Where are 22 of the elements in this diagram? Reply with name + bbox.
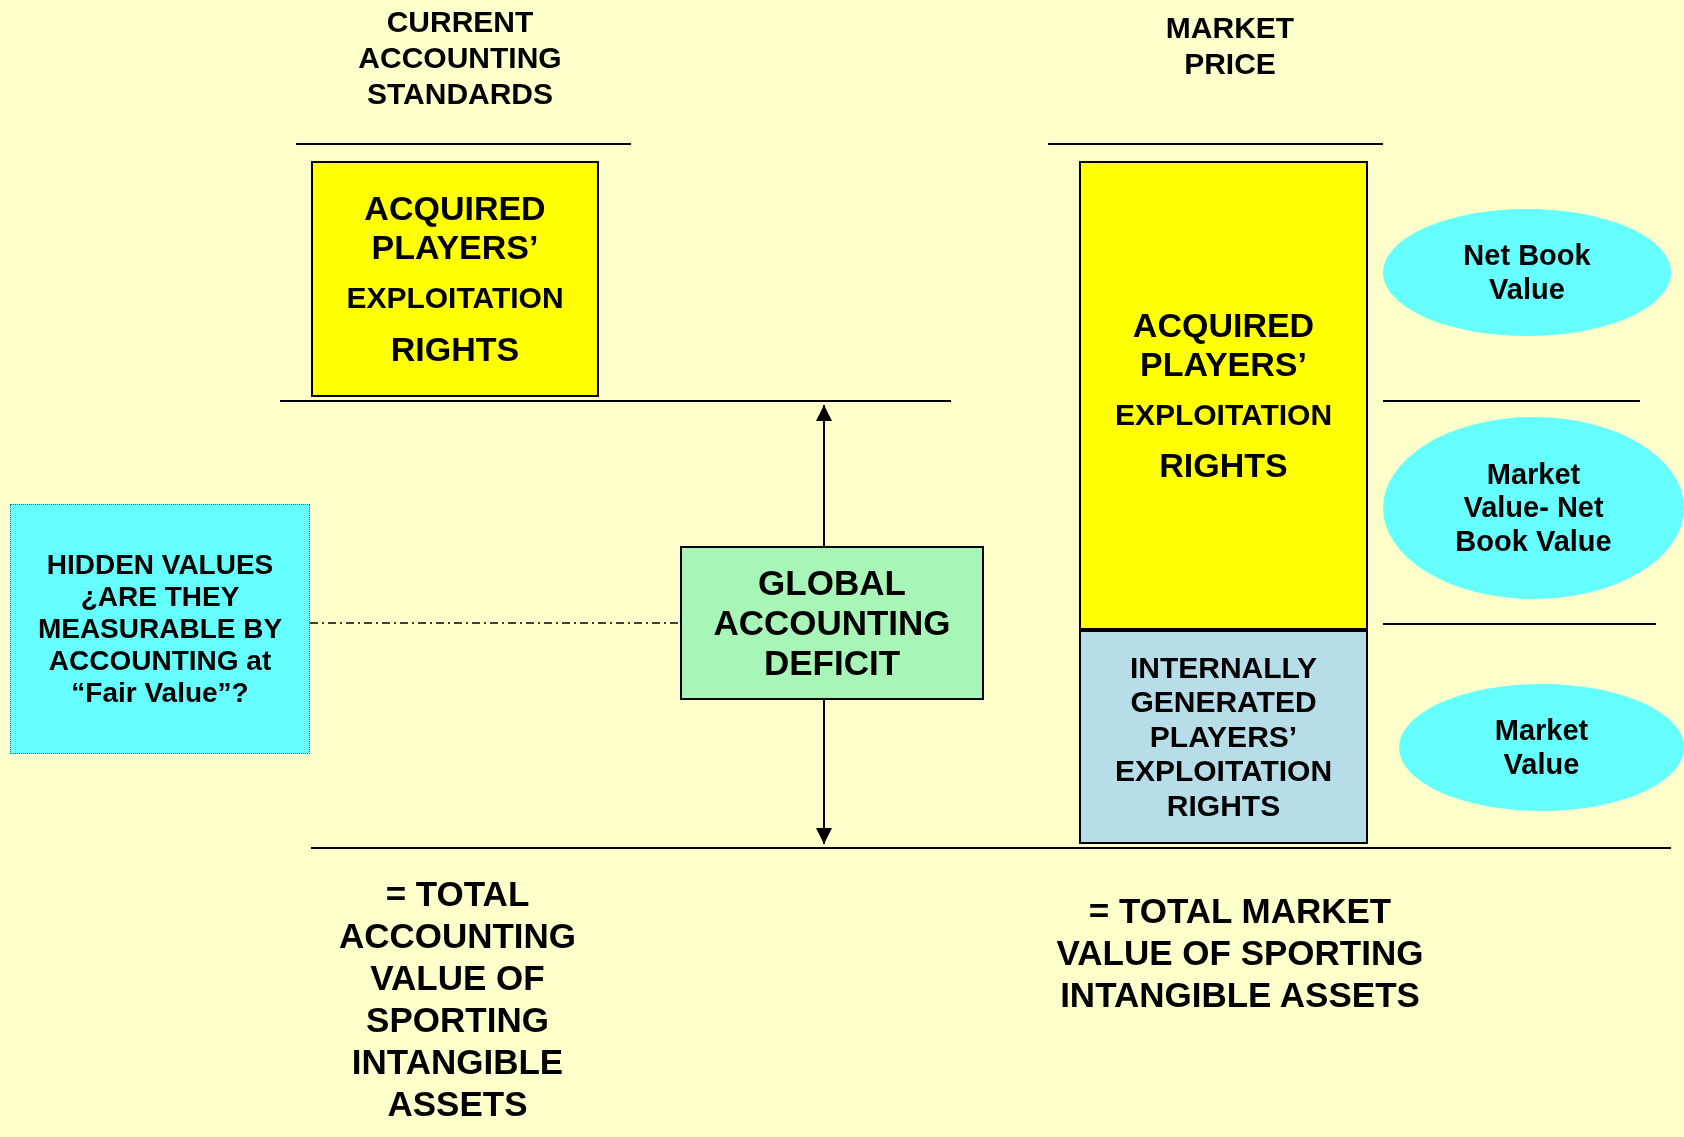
box-label: GLOBAL ACCOUNTING DEFICIT <box>712 562 952 684</box>
box-label: EXPLOITATION <box>346 281 564 316</box>
question-box <box>10 504 310 754</box>
box-label: Market Value- Net Book Value <box>1454 458 1613 558</box>
box-label: Net Book Value <box>1462 239 1592 306</box>
column-heading: MARKET PRICE <box>1164 10 1296 82</box>
deficit-box <box>680 546 984 700</box>
total-label: = TOTAL ACCOUNTING VALUE OF SPORTING INTANGIBLE ASSETS <box>337 873 578 1125</box>
box-label: INTERNALLY GENERATED PLAYERS’ EXPLOITATION RIGHTS <box>1113 650 1334 824</box>
connector-line <box>309 622 681 624</box>
box-label: EXPLOITATION <box>1114 397 1333 433</box>
rights-box <box>1079 161 1368 630</box>
rights-box <box>311 161 599 397</box>
total-label: = TOTAL MARKET VALUE OF SPORTING INTANGIBLE ASSETS <box>1055 890 1425 1016</box>
box-label: HIDDEN VALUES ¿ARE THEY MEASURABLE BY ACCOUNTING at “Fair Value”? <box>36 548 284 710</box>
box-label: RIGHTS <box>1159 446 1288 486</box>
box-label: ACQUIRED PLAYERS’ <box>363 189 547 268</box>
box-label: ACQUIRED PLAYERS’ <box>1131 305 1316 384</box>
box-label: RIGHTS <box>390 329 520 369</box>
rights-box <box>1079 630 1368 844</box>
box-label: Market Value <box>1493 714 1590 781</box>
column-heading: CURRENT ACCOUNTING STANDARDS <box>357 4 563 112</box>
